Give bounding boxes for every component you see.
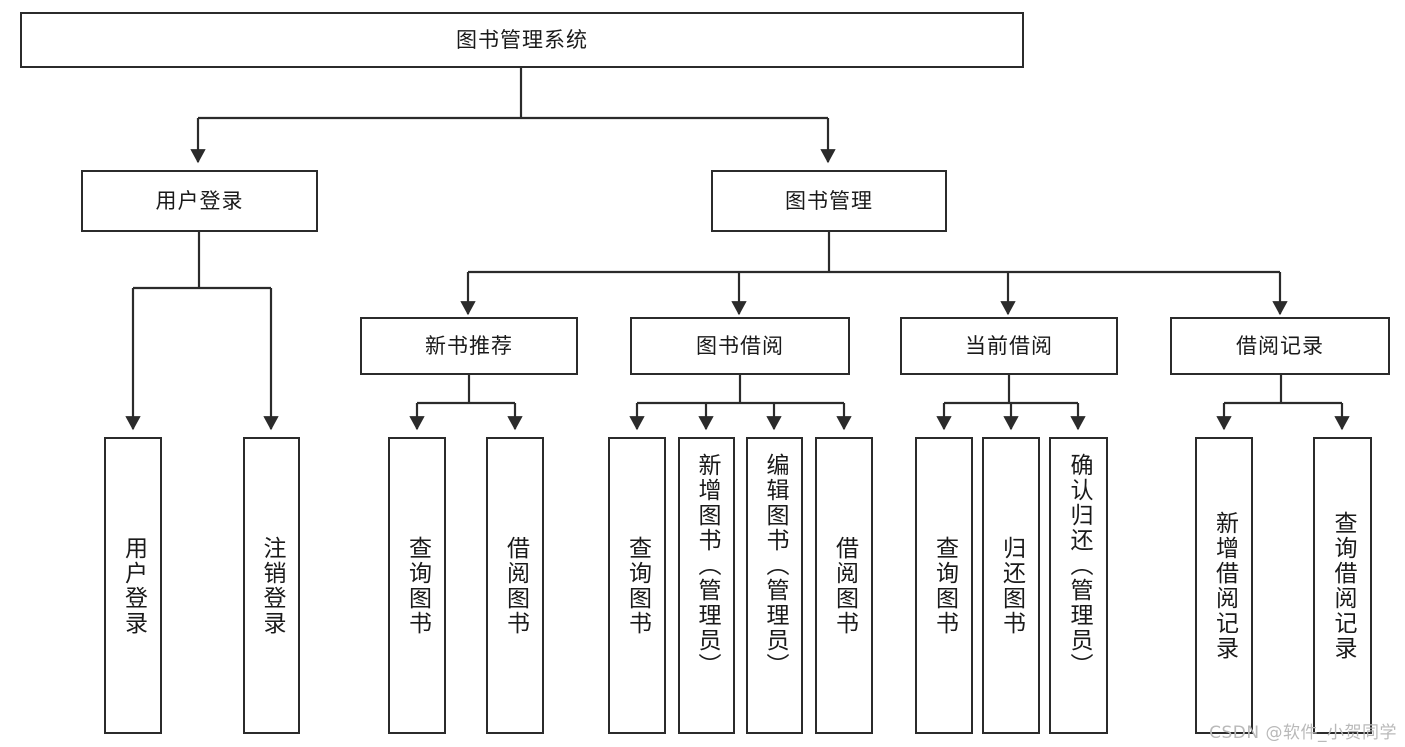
leaf-borrow-book-recommend[interactable]: 借阅图书 — [486, 437, 544, 734]
leaf-borrow-book-recommend-label: 借阅图书 — [502, 535, 529, 636]
leaf-query-book-recommend-label: 查询图书 — [404, 535, 431, 636]
watermark-text: CSDN @软件_小贺同学 — [1209, 723, 1397, 743]
leaf-borrow-book-label: 借阅图书 — [831, 535, 858, 636]
node-borrow-record[interactable]: 借阅记录 — [1170, 317, 1390, 375]
node-user-login-label: 用户登录 — [155, 188, 244, 213]
node-current-borrow[interactable]: 当前借阅 — [900, 317, 1118, 375]
leaf-edit-book-label: 编辑图书（管理员） — [762, 453, 788, 678]
leaf-logout-label: 注销登录 — [259, 535, 285, 636]
node-new-book[interactable]: 新书推荐 — [360, 317, 578, 375]
leaf-add-borrow-record[interactable]: 新增借阅记录 — [1195, 437, 1253, 734]
node-new-book-label: 新书推荐 — [425, 333, 513, 358]
leaf-query-book-borrow[interactable]: 查询图书 — [608, 437, 666, 734]
leaf-query-borrow-record-label: 查询借阅记录 — [1330, 510, 1356, 661]
leaf-query-book-current[interactable]: 查询图书 — [915, 437, 973, 734]
leaf-confirm-return-label: 确认归还（管理员） — [1066, 453, 1092, 678]
node-user-login[interactable]: 用户登录 — [81, 170, 318, 232]
node-current-borrow-label: 当前借阅 — [965, 333, 1053, 358]
leaf-user-login[interactable]: 用户登录 — [104, 437, 162, 734]
leaf-query-book-recommend[interactable]: 查询图书 — [388, 437, 446, 734]
leaf-logout[interactable]: 注销登录 — [243, 437, 300, 734]
leaf-borrow-book[interactable]: 借阅图书 — [815, 437, 873, 734]
leaf-query-borrow-record[interactable]: 查询借阅记录 — [1313, 437, 1372, 734]
node-book-borrow[interactable]: 图书借阅 — [630, 317, 850, 375]
leaf-return-book[interactable]: 归还图书 — [982, 437, 1040, 734]
leaf-edit-book[interactable]: 编辑图书（管理员） — [746, 437, 803, 734]
leaf-confirm-return[interactable]: 确认归还（管理员） — [1049, 437, 1108, 734]
node-root-label: 图书管理系统 — [456, 27, 588, 52]
node-root[interactable]: 图书管理系统 — [20, 12, 1024, 68]
leaf-add-book-label: 新增图书（管理员） — [694, 453, 720, 678]
leaf-query-book-current-label: 查询图书 — [931, 535, 958, 636]
node-book-manage[interactable]: 图书管理 — [711, 170, 947, 232]
node-book-manage-label: 图书管理 — [785, 188, 873, 213]
node-borrow-record-label: 借阅记录 — [1236, 333, 1324, 358]
leaf-add-borrow-record-label: 新增借阅记录 — [1211, 510, 1238, 661]
leaf-return-book-label: 归还图书 — [998, 535, 1025, 636]
leaf-query-book-borrow-label: 查询图书 — [624, 535, 651, 636]
node-book-borrow-label: 图书借阅 — [696, 333, 784, 358]
leaf-add-book[interactable]: 新增图书（管理员） — [678, 437, 735, 734]
leaf-user-login-label: 用户登录 — [120, 535, 147, 636]
